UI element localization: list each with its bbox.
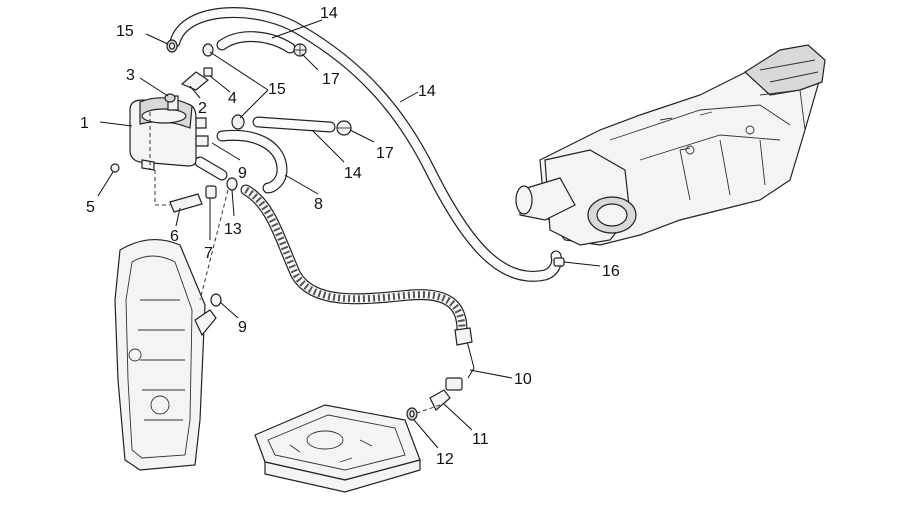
callout-14-top: 14 [320, 5, 338, 22]
callout-1: 1 [80, 115, 89, 132]
screw-5 [110, 163, 120, 173]
callout-4: 4 [228, 90, 237, 107]
clip-16 [553, 257, 565, 267]
spring-clip-17-mid [336, 120, 352, 136]
callout-12: 12 [436, 451, 454, 468]
short-hose-upper [216, 31, 296, 54]
vent-hose-long [169, 7, 563, 282]
braided-drain-hose [240, 184, 475, 379]
callout-3: 3 [126, 67, 135, 84]
callout-15-top: 15 [116, 23, 134, 40]
crankcase-cover [114, 238, 217, 471]
callout-13: 13 [224, 221, 242, 238]
callout-9-lower: 9 [238, 319, 247, 336]
breather-hose-8 [216, 129, 288, 194]
leader-lines [97, 19, 601, 449]
callout-16: 16 [602, 263, 620, 280]
callout-10: 10 [514, 371, 532, 388]
callout-17-mid: 17 [376, 145, 394, 162]
callout-7: 7 [204, 245, 213, 262]
bolt-4 [203, 67, 213, 77]
breather-hose-9 [194, 156, 228, 181]
callout-17-top: 17 [322, 71, 340, 88]
callout-2: 2 [198, 100, 207, 117]
callout-14-mid: 14 [344, 165, 362, 182]
hose-clamp-15-top [166, 39, 178, 53]
oil-sump [254, 404, 421, 493]
assembly-lines [149, 112, 441, 415]
callout-8: 8 [314, 196, 323, 213]
callout-6: 6 [170, 228, 179, 245]
union-6 [169, 193, 203, 213]
clamp-7 [205, 185, 217, 199]
spring-clip-17-top [293, 43, 307, 57]
drain-union-11 [429, 377, 463, 411]
callout-14-right: 14 [418, 83, 436, 100]
callout-11: 11 [472, 431, 489, 448]
callout-9-upper: 9 [238, 165, 247, 182]
hose-clamp-15-mid [202, 43, 245, 130]
washer-12 [406, 407, 418, 421]
callout-5: 5 [86, 199, 95, 216]
callout-labels: 1 2 3 4 5 6 7 8 9 9 10 11 12 13 14 14 14… [80, 5, 620, 468]
clamp-9-lower [210, 293, 222, 307]
air-filter-box [515, 44, 826, 246]
clamp-13 [226, 177, 238, 191]
oil-separator-tank [129, 95, 209, 171]
short-hose-middle [252, 116, 336, 133]
callout-15-mid: 15 [268, 81, 286, 98]
